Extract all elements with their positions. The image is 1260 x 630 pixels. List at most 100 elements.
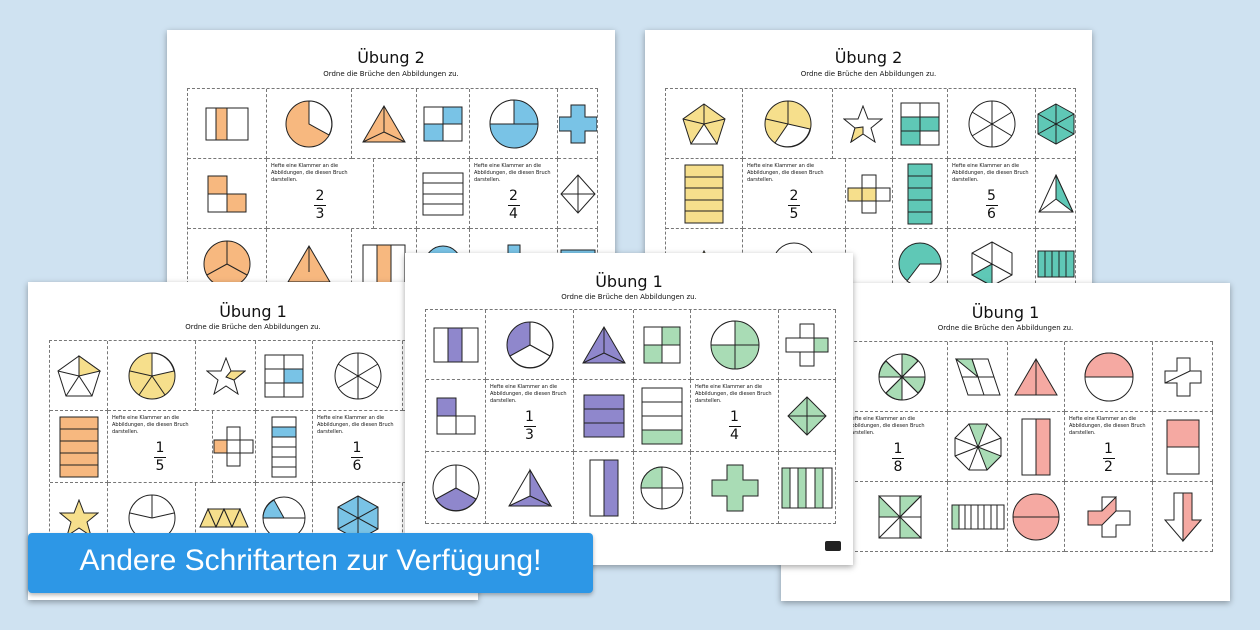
instruction-cell: Hefte eine Klammer an die Abbildungen, d… bbox=[743, 159, 846, 229]
instruction-cell: Hefte eine Klammer an die Abbildungen, d… bbox=[691, 380, 779, 452]
shape-cell bbox=[108, 341, 196, 411]
instruction-cell: Hefte eine Klammer an die Abbildungen, d… bbox=[800, 412, 948, 482]
circle-sector-icon bbox=[285, 99, 333, 147]
shape-cell bbox=[893, 89, 948, 159]
fraction-numerator: 1 bbox=[155, 440, 165, 456]
shape-cell bbox=[188, 159, 267, 229]
shape-cell bbox=[50, 411, 108, 483]
cross-shape-icon bbox=[1087, 495, 1130, 537]
triangle-icon bbox=[198, 507, 249, 528]
sheet-subtitle: Ordne die Brüche den Abbildungen zu. bbox=[185, 323, 321, 331]
shape-cell bbox=[1036, 229, 1076, 290]
fraction-denominator: 3 bbox=[315, 206, 325, 222]
rectangle-split-icon bbox=[205, 107, 249, 140]
fraction-denominator: 4 bbox=[730, 427, 739, 443]
instruction-cell: Hefte eine Klammer an die Abbildungen, d… bbox=[470, 159, 558, 229]
shape-cell bbox=[948, 229, 1036, 290]
shape-cell bbox=[470, 89, 558, 159]
sheet-title: Übung 2 bbox=[834, 48, 903, 67]
shape-cell bbox=[313, 341, 403, 411]
triangle-icon bbox=[362, 104, 406, 142]
shape-cell bbox=[352, 229, 417, 290]
sheet-subtitle: Ordne die Brüche den Abbildungen zu. bbox=[323, 70, 459, 78]
shape-cell bbox=[666, 89, 743, 159]
fonts-available-banner[interactable]: Andere Schriftarten zur Verfügung! bbox=[28, 533, 593, 593]
shape-cell bbox=[1008, 412, 1065, 482]
rectangle-split-icon bbox=[781, 467, 833, 508]
square-grid-icon bbox=[423, 106, 463, 141]
shape-cell bbox=[833, 89, 893, 159]
shape-cell bbox=[417, 159, 470, 229]
shape-cell bbox=[574, 380, 634, 452]
shape-cell bbox=[50, 341, 108, 411]
instruction-cell: Hefte eine Klammer an die Abbildungen, d… bbox=[1065, 412, 1153, 482]
instruction-text: Hefte eine Klammer an die Abbildungen, d… bbox=[271, 163, 348, 183]
cross-shape-icon bbox=[1164, 357, 1201, 396]
circle-sector-icon bbox=[334, 352, 381, 399]
fraction-numerator: 5 bbox=[987, 188, 996, 204]
octagon-icon bbox=[954, 423, 1002, 471]
circle-sector-icon bbox=[128, 494, 175, 541]
shape-cell bbox=[267, 229, 352, 290]
shape-cell bbox=[800, 482, 948, 552]
shape-cell bbox=[256, 411, 313, 483]
square-grid-icon bbox=[436, 397, 475, 434]
fraction-denominator: 3 bbox=[525, 427, 534, 443]
square-grid-icon bbox=[900, 102, 940, 145]
fraction-numerator: 2 bbox=[509, 188, 518, 204]
shape-cell bbox=[1065, 342, 1153, 412]
shape-cell bbox=[948, 342, 1008, 412]
shape-cell bbox=[374, 159, 417, 229]
fraction-denominator: 5 bbox=[155, 458, 165, 474]
triangle-icon bbox=[1014, 357, 1058, 395]
circle-sector-icon bbox=[898, 242, 942, 286]
arrow-down-icon bbox=[1163, 492, 1202, 542]
circle-sector-icon bbox=[640, 465, 684, 509]
sheet-title: Übung 1 bbox=[971, 303, 1040, 322]
instruction-text: Hefte eine Klammer an die Abbildungen, d… bbox=[474, 163, 551, 183]
circle-sector-icon bbox=[709, 319, 759, 369]
worksheet-back-left: Übung 2 Ordne die Brüche den Abbildungen… bbox=[167, 30, 615, 290]
cut-grid: Hefte eine Klammer an die Abbildungen, d… bbox=[665, 88, 1076, 290]
shape-cell bbox=[1036, 159, 1076, 229]
cut-grid: Hefte eine Klammer an die Abbildungen, d… bbox=[799, 341, 1213, 552]
rectangle-split-icon bbox=[583, 394, 624, 437]
triangle-icon bbox=[1037, 173, 1074, 212]
square-grid-icon bbox=[643, 326, 681, 363]
instruction-text: Hefte eine Klammer an die Abbildungen, d… bbox=[695, 384, 772, 404]
shape-cell bbox=[256, 341, 313, 411]
worksheet-back-right: Übung 2 Ordne die Brüche den Abbildungen… bbox=[645, 30, 1092, 290]
instruction-cell: Hefte eine Klammer an die Abbildungen, d… bbox=[108, 411, 213, 483]
fraction-numerator: 1 bbox=[1104, 441, 1113, 457]
shape-cell bbox=[486, 310, 574, 380]
instruction-text: Hefte eine Klammer an die Abbildungen, d… bbox=[952, 163, 1029, 183]
shape-cell bbox=[188, 89, 267, 159]
shape-cell bbox=[893, 159, 948, 229]
circle-sector-icon bbox=[1012, 493, 1060, 540]
shape-cell bbox=[558, 159, 598, 229]
shape-cell bbox=[1008, 342, 1065, 412]
shape-cell bbox=[313, 483, 403, 553]
circle-sector-icon bbox=[432, 464, 479, 511]
sheet-title: Übung 1 bbox=[595, 272, 663, 291]
triangle-icon bbox=[581, 325, 626, 363]
shape-cell bbox=[352, 89, 417, 159]
rectangle-split-icon bbox=[1166, 419, 1199, 474]
pentagon-icon bbox=[56, 354, 101, 396]
shape-cell bbox=[574, 310, 634, 380]
circle-sector-icon bbox=[203, 240, 251, 287]
shape-cell bbox=[779, 380, 836, 452]
shape-cell bbox=[691, 452, 779, 524]
rectangle-split-icon bbox=[589, 459, 618, 516]
instruction-text: Hefte eine Klammer an die Abbildungen, d… bbox=[317, 415, 394, 435]
star-icon bbox=[58, 498, 99, 537]
shape-cell bbox=[1008, 482, 1065, 552]
shape-cell bbox=[634, 380, 691, 452]
shape-cell bbox=[1036, 89, 1076, 159]
shape-cell bbox=[267, 89, 352, 159]
shape-cell bbox=[893, 229, 948, 290]
shape-cell bbox=[486, 452, 574, 524]
